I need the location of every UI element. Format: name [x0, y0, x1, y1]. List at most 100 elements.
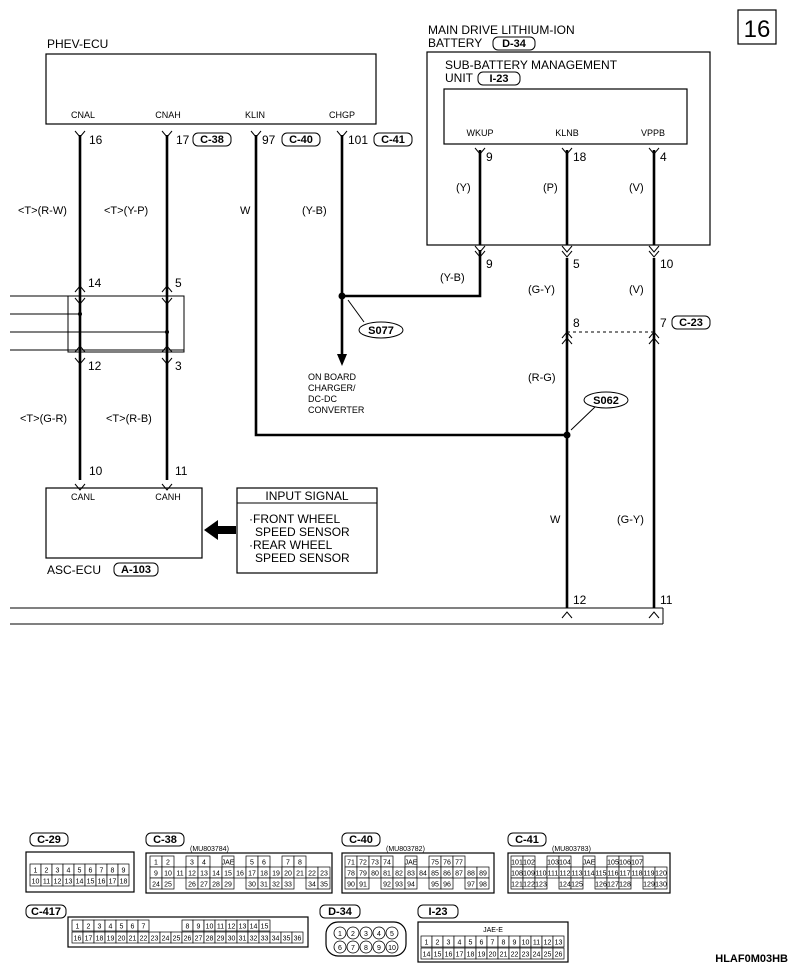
c40-pin: 77 — [455, 860, 463, 867]
c417-pin: 24 — [162, 936, 170, 943]
c38-cell — [281, 877, 295, 890]
i23-pin: 9 — [513, 940, 517, 947]
c41-pin: 101 — [511, 860, 523, 867]
c29-pin: 17 — [109, 879, 117, 886]
c38-pin: 18 — [260, 871, 268, 878]
bmu-title-2: UNIT — [445, 71, 474, 85]
c29-pin: 5 — [78, 868, 82, 875]
c38-pin: 32 — [272, 882, 280, 889]
c41-pin: 126 — [595, 882, 607, 889]
c417-pin: 29 — [217, 936, 225, 943]
d34-cell — [333, 926, 347, 940]
c38-pin: 4 — [202, 860, 206, 867]
c40-pin: 84 — [419, 871, 427, 878]
c40-pin: 93 — [395, 882, 403, 889]
c417-cell — [137, 919, 150, 932]
input-signal-line-1: ·FRONT WHEEL — [249, 512, 340, 526]
c40-cell — [440, 877, 454, 890]
wire-klin — [254, 135, 567, 437]
pin-14: 14 — [88, 276, 102, 290]
i23-pin: 19 — [478, 952, 486, 959]
c41-pin: 117 — [619, 871, 630, 878]
connector-tag-c40 — [281, 132, 321, 147]
c417-pin: 18 — [96, 936, 104, 943]
pin-name-cnah: CNAH — [155, 110, 181, 120]
c38-pin: 16 — [236, 871, 244, 878]
c38-cell — [161, 877, 175, 890]
i23-pin: 24 — [533, 952, 541, 959]
c38-pin: 29 — [224, 882, 232, 889]
c29-pin: 10 — [32, 879, 40, 886]
i23-pin: 4 — [458, 940, 462, 947]
c40-pin: 88 — [467, 871, 475, 878]
connector-tag-c23-label: C-23 — [679, 317, 703, 329]
c40-pin: 80 — [371, 871, 379, 878]
battery-title-2: BATTERY — [428, 36, 482, 50]
c38-pin: 30 — [248, 882, 256, 889]
c38-housing — [145, 852, 333, 894]
i23-pin: 2 — [436, 940, 440, 947]
d34-pin: 10 — [388, 945, 396, 952]
c417-housing — [67, 916, 309, 948]
d34-cell — [333, 940, 347, 954]
c38-pin: 11 — [176, 871, 183, 878]
i23-pin: 5 — [469, 940, 473, 947]
i23-pin: 12 — [544, 940, 552, 947]
c41-pin: 129 — [643, 882, 655, 889]
d34-cell — [372, 940, 386, 954]
input-signal-line-2: SPEED SENSOR — [255, 525, 350, 539]
c417-pin: 14 — [250, 924, 258, 931]
c29-pin: 16 — [98, 879, 106, 886]
c38-pin: 33 — [284, 882, 292, 889]
c40-pin: 95 — [431, 882, 439, 889]
wire-wkup-ext — [342, 250, 482, 298]
pin-4: 4 — [660, 150, 667, 164]
page-number: 16 — [744, 16, 771, 43]
c417-pin: 5 — [120, 924, 124, 931]
splice-s077-label: S077 — [368, 325, 394, 337]
wire-color-yb1: (Y-B) — [302, 205, 327, 217]
c41-pin: 107 — [631, 860, 643, 867]
i23-pin: 6 — [480, 940, 484, 947]
i23-pin: 20 — [489, 952, 497, 959]
input-signal-line-4: SPEED SENSOR — [255, 551, 350, 565]
pin-18: 18 — [573, 150, 587, 164]
c417-pin: 7 — [142, 924, 146, 931]
c29-pin: 14 — [76, 879, 84, 886]
c38-pin: 31 — [260, 882, 268, 889]
c41-pin: 105 — [607, 860, 619, 867]
c38-tag — [145, 832, 185, 847]
splice-dot-s077 — [338, 292, 346, 300]
c41-pin: 124 — [559, 882, 571, 889]
pin-name-wkup: WKUP — [467, 128, 494, 138]
c40-pin: 74 — [383, 860, 391, 867]
c38-pin: 25 — [164, 882, 172, 889]
wire-color-v1: (V) — [629, 182, 644, 194]
i23-cell — [552, 935, 565, 948]
c38-cell — [317, 877, 331, 890]
wire-color-v2: (V) — [629, 284, 644, 296]
c29-pin: 18 — [120, 879, 128, 886]
splice-s062 — [583, 391, 629, 409]
d34-housing — [325, 921, 407, 957]
c41-pin: 122 — [523, 882, 535, 889]
i23-pin: 26 — [555, 952, 563, 959]
c40-pin: 71 — [347, 860, 355, 867]
c41-pin: 113 — [571, 871, 582, 878]
c38-tag-label: C-38 — [153, 834, 177, 846]
pin-11a: 11 — [175, 464, 188, 478]
connector-tag-d34-label: D-34 — [502, 38, 527, 50]
c40-housing — [341, 852, 495, 894]
d34-pin: 6 — [338, 945, 342, 952]
c41-pin: 110 — [535, 871, 546, 878]
c41-pin: 112 — [559, 871, 570, 878]
c29-cell — [117, 874, 130, 887]
c29-pin: 12 — [54, 879, 62, 886]
pin-16: 16 — [89, 133, 103, 147]
c38-pin: 17 — [248, 871, 256, 878]
splice-leader-s062 — [570, 406, 596, 431]
i23-pin: 11 — [533, 940, 540, 947]
c41-part: (MU803783) — [552, 846, 591, 853]
pin-101: 101 — [348, 133, 368, 147]
